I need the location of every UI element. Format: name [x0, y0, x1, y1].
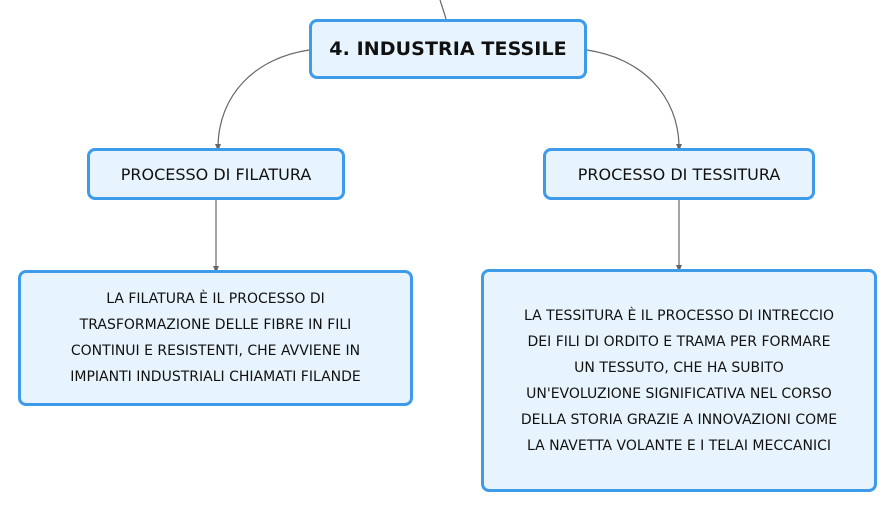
description-line: LA FILATURA È IL PROCESSO DI — [106, 291, 325, 307]
topic-node-filatura[interactable]: PROCESSO DI FILATURA — [87, 148, 345, 200]
topic-label-tessitura: PROCESSO DI TESSITURA — [577, 164, 781, 184]
description-line: TRASFORMAZIONE DELLE FIBRE IN FILI — [79, 317, 352, 333]
description-node-tessitura[interactable]: LA TESSITURA È IL PROCESSO DI INTRECCIO … — [481, 269, 877, 492]
connector-root-to-tessitura — [586, 49, 682, 151]
description-node-filatura[interactable]: LA FILATURA È IL PROCESSO DI TRASFORMAZI… — [18, 270, 413, 406]
description-text-filatura: LA FILATURA È IL PROCESSO DI TRASFORMAZI… — [70, 286, 361, 390]
description-line: DEI FILI DI ORDITO E TRAMA PER FORMARE — [527, 333, 831, 350]
connector-root-to-filatura — [215, 49, 310, 151]
description-line: LA NAVETTA VOLANTE E I TELAI MECCANICI — [526, 437, 831, 454]
connector-parent-to-root — [439, 0, 447, 20]
description-line: UN'EVOLUZIONE SIGNIFICATIVA NEL CORSO — [526, 385, 832, 402]
description-line: CONTINUI E RESISTENTI, CHE AVVIENE IN — [70, 343, 361, 359]
topic-label-filatura: PROCESSO DI FILATURA — [120, 164, 312, 184]
description-line: LA TESSITURA È IL PROCESSO DI INTRECCIO — [524, 307, 834, 324]
description-line: IMPIANTI INDUSTRIALI CHIAMATI FILANDE — [70, 369, 361, 385]
root-topic-node[interactable]: 4. INDUSTRIA TESSILE — [309, 19, 587, 79]
description-text-tessitura: LA TESSITURA È IL PROCESSO DI INTRECCIO … — [521, 303, 837, 459]
description-line: DELLA STORIA GRAZIE A INNOVAZIONI COME — [520, 411, 838, 428]
root-topic-label: 4. INDUSTRIA TESSILE — [329, 38, 567, 60]
topic-node-tessitura[interactable]: PROCESSO DI TESSITURA — [543, 148, 815, 200]
description-line: UN TESSUTO, CHE HA SUBITO — [574, 359, 784, 376]
